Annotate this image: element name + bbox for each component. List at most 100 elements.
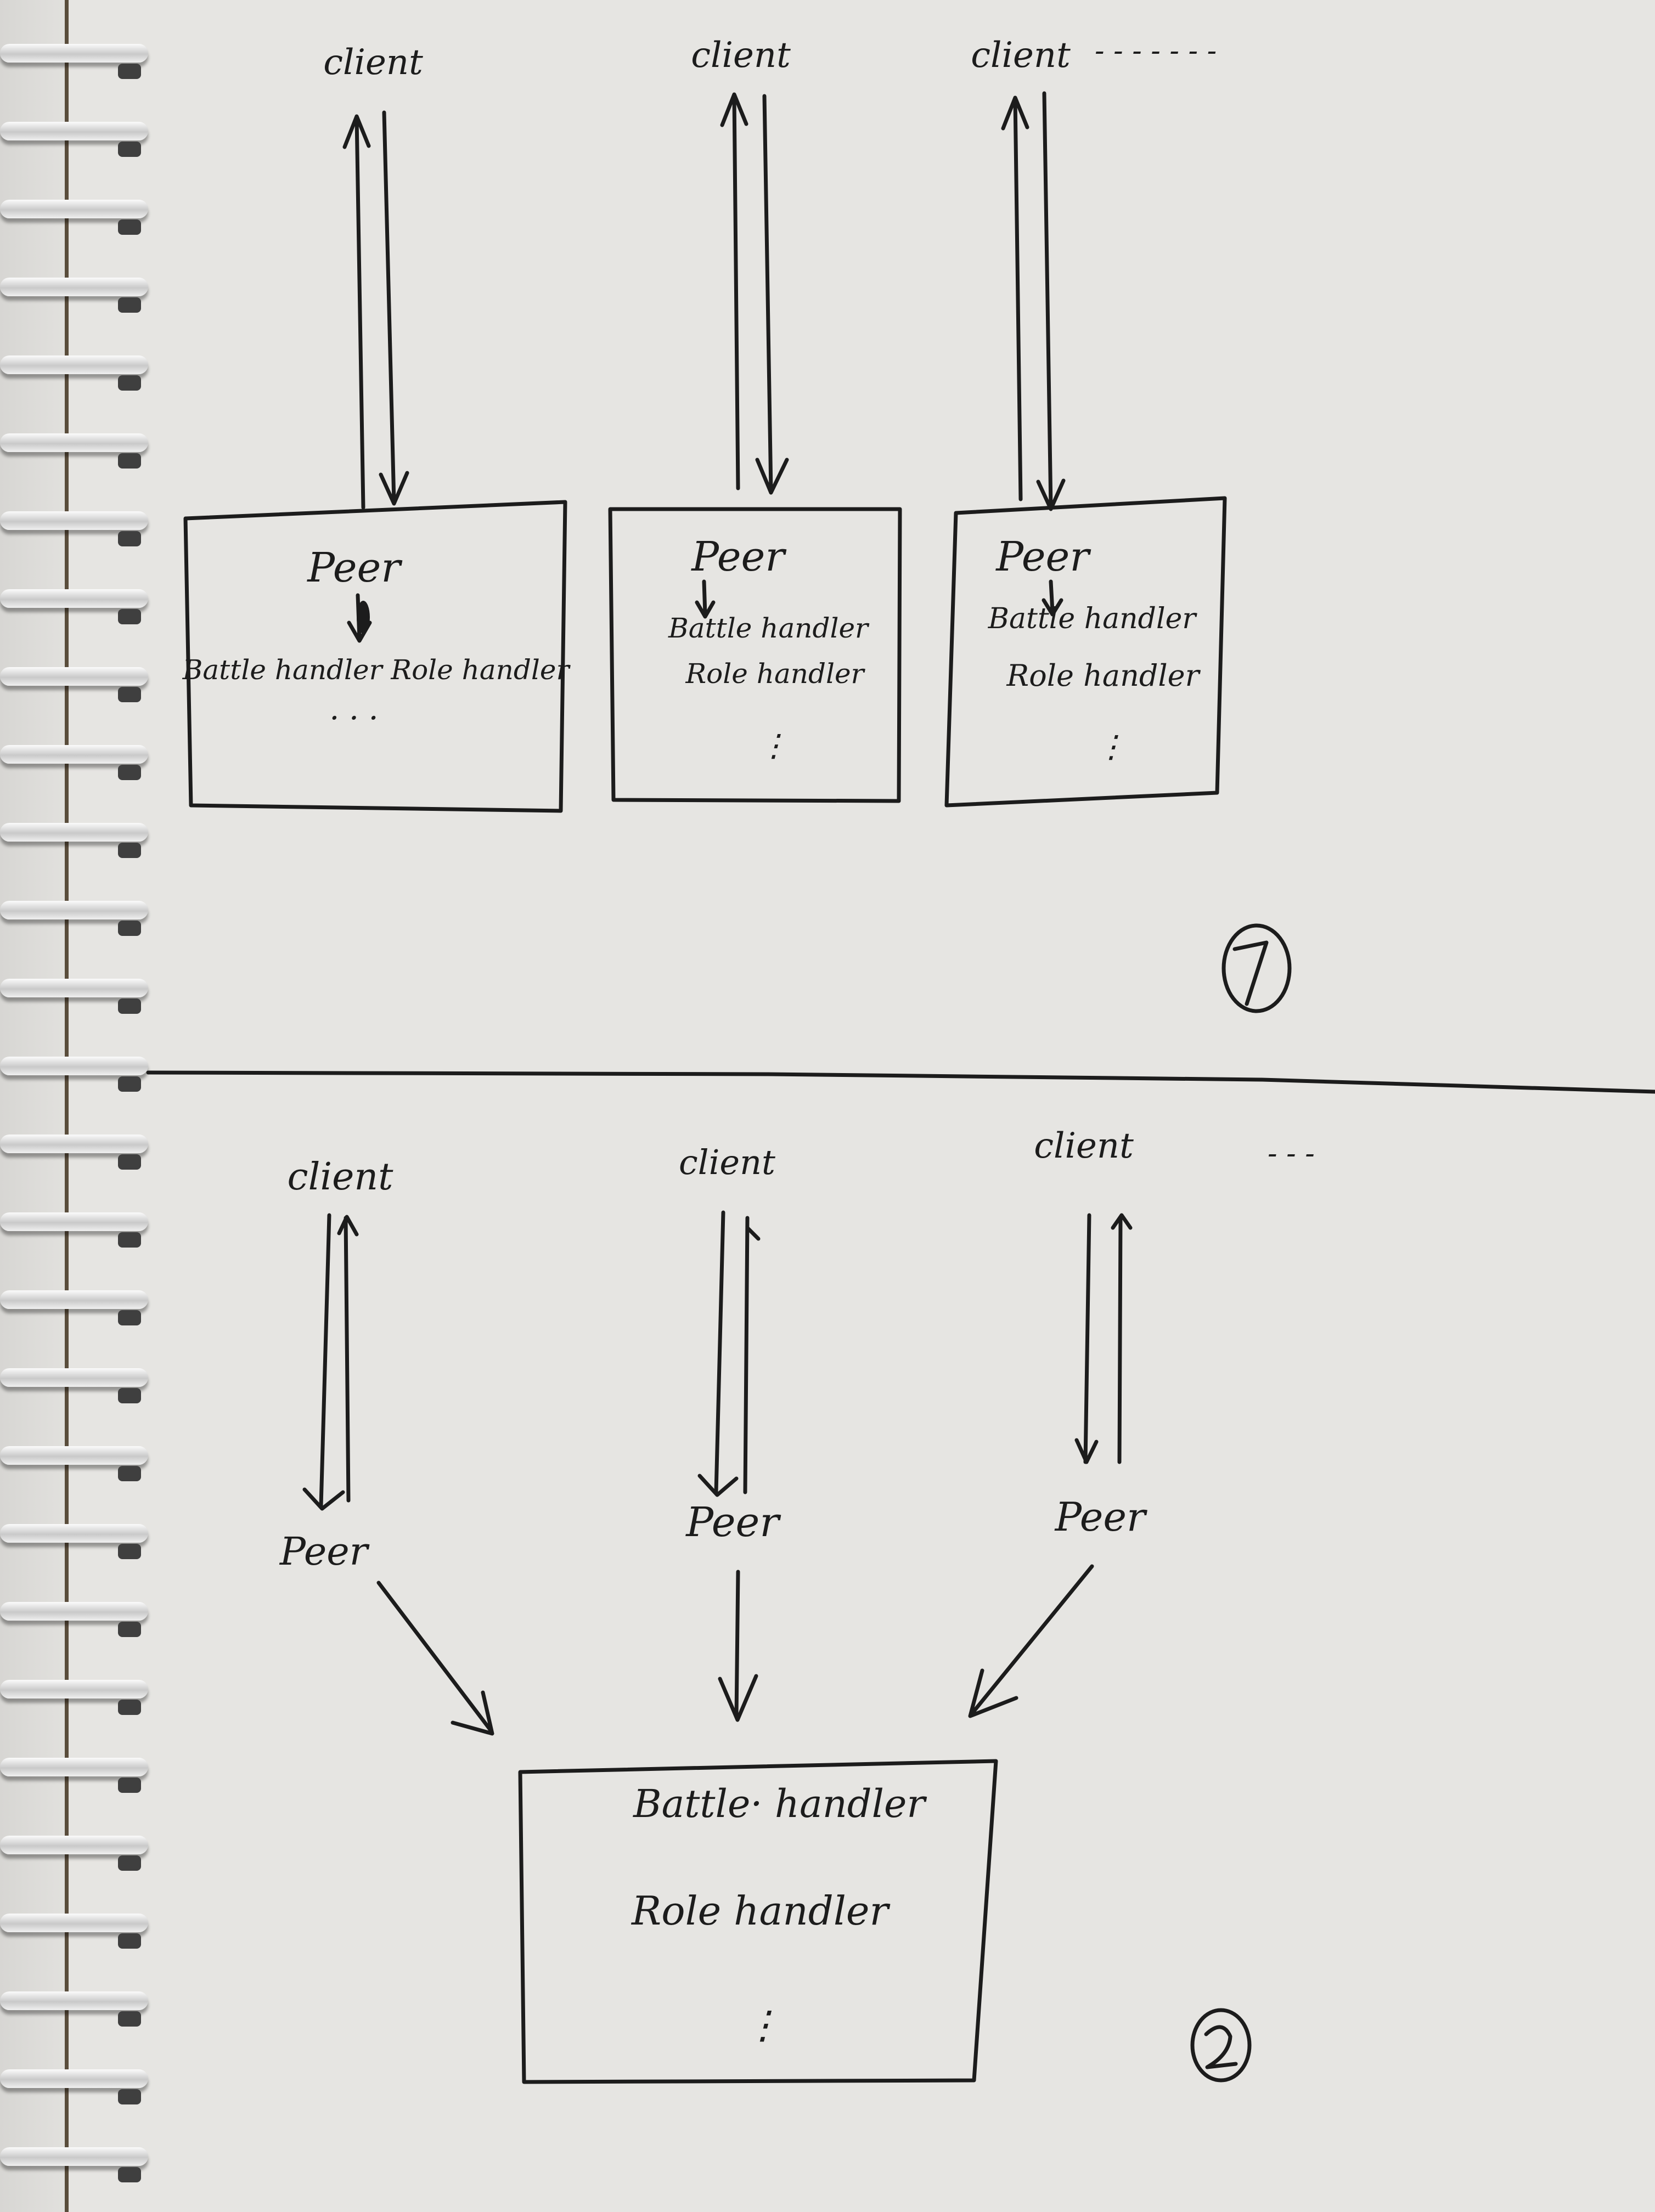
role-handler-label: Role handler xyxy=(631,1888,890,1934)
more-handlers-ellipsis: ⋮ xyxy=(744,2002,782,2047)
peer-label: Peer xyxy=(995,533,1091,580)
marker-circle xyxy=(1190,2008,1252,2083)
binding-ring xyxy=(0,278,148,296)
binding-ring xyxy=(0,1680,148,1699)
binding-hole xyxy=(118,765,141,780)
binding-hole xyxy=(118,921,141,936)
part2-peer-1: Peer xyxy=(279,1529,370,1574)
part1-marker: ① xyxy=(1221,923,1292,1013)
binding-ring xyxy=(0,1368,148,1387)
handlers-label: Battle handler Role handler xyxy=(182,654,571,686)
part1-peer-box-2: Peer Battle handler Role handler ⋮ xyxy=(608,507,902,803)
binding-ring xyxy=(0,433,148,452)
downward-arrow-icon xyxy=(697,1210,739,1497)
marker-circle xyxy=(1221,923,1292,1013)
more-handlers-ellipsis: · · · xyxy=(329,701,378,736)
battle-handler-label: Battle handler xyxy=(988,602,1198,635)
role-handler-label: Role handler xyxy=(1006,658,1201,693)
binding-ring xyxy=(0,122,148,140)
downward-arrow-icon xyxy=(718,1570,758,1722)
part1-peer-box-3: Peer Battle handler Role handler ⋮ xyxy=(944,496,1227,808)
binding-ring xyxy=(0,200,148,218)
peer-label: Peer xyxy=(306,544,403,591)
part1-connection-2 xyxy=(720,92,789,495)
binding-hole xyxy=(118,609,141,624)
role-handler-label: Role handler xyxy=(685,658,866,690)
battle-handler-label: Battle handler xyxy=(668,612,870,644)
binding-ring xyxy=(0,356,148,374)
binding-hole xyxy=(118,1700,141,1715)
binding-ring xyxy=(0,1914,148,1932)
part2-peer-3: Peer xyxy=(1054,1494,1147,1540)
binding-ring xyxy=(0,979,148,997)
binding-hole xyxy=(118,1855,141,1871)
binding-hole xyxy=(118,1544,141,1559)
peer-label: Peer xyxy=(690,533,787,580)
binding-hole xyxy=(118,1933,141,1949)
part2-peer-2: Peer xyxy=(685,1499,781,1546)
part2-client-3: client xyxy=(1034,1126,1134,1166)
binding-hole xyxy=(118,2167,141,2182)
part1-client-2: client xyxy=(691,35,791,76)
part1-diagram: client client client - - - - - - - Peer xyxy=(182,35,1292,1013)
binding-ring xyxy=(0,2069,148,2088)
binding-ring xyxy=(0,1602,148,1621)
binding-ring xyxy=(0,1212,148,1231)
binding-edge xyxy=(65,0,69,2212)
marker-glyph xyxy=(1232,940,1269,1006)
binding-ring xyxy=(0,745,148,764)
converging-arrow-icon xyxy=(968,1564,1094,1718)
binding-hole xyxy=(118,142,141,157)
more-handlers-ellipsis: ⋮ xyxy=(758,728,789,764)
binding-hole xyxy=(118,687,141,702)
downward-arrow-icon xyxy=(379,110,409,506)
binding-hole xyxy=(118,2011,141,2027)
binding-hole xyxy=(118,453,141,469)
part2-shared-handler-box: Battle· handler Role handler ⋮ xyxy=(518,1759,998,2084)
binding-ring xyxy=(0,1524,148,1543)
section-divider xyxy=(146,1070,1655,1094)
part2-client-2: client xyxy=(679,1142,775,1182)
ink-blot xyxy=(357,601,370,634)
binding-ring xyxy=(0,667,148,686)
upward-arrow-icon xyxy=(743,1216,761,1494)
part1-connection-1 xyxy=(342,110,409,510)
binding-hole xyxy=(118,1778,141,1793)
binding-hole xyxy=(118,1232,141,1248)
binding-hole xyxy=(118,1388,141,1403)
binding-hole xyxy=(118,1622,141,1637)
binding-ring xyxy=(0,901,148,919)
downward-arrow-icon xyxy=(695,579,716,619)
part1-continuation: - - - - - - - xyxy=(1095,35,1217,67)
binding-ring xyxy=(0,1836,148,1854)
binding-ring xyxy=(0,1135,148,1153)
part2-diagram: client client client - - - Peer Peer Pee… xyxy=(279,1126,1315,2084)
upward-arrow-icon xyxy=(337,1215,359,1503)
binding-ring xyxy=(0,2147,148,2166)
binding-hole xyxy=(118,1310,141,1325)
part1-client-1: client xyxy=(323,42,423,83)
binding-ring xyxy=(0,44,148,63)
binding-ring xyxy=(0,1446,148,1465)
upward-arrow-icon xyxy=(1111,1213,1133,1464)
downward-arrow-icon xyxy=(302,1213,345,1511)
part1-connection-3 xyxy=(1001,91,1066,511)
binding-hole xyxy=(118,1466,141,1481)
binding-hole xyxy=(118,531,141,546)
downward-arrow-icon xyxy=(1074,1213,1099,1464)
binding-hole xyxy=(118,219,141,235)
binding-hole xyxy=(118,1154,141,1170)
upward-arrow-icon xyxy=(342,114,371,510)
binding-ring xyxy=(0,589,148,608)
binding-ring xyxy=(0,511,148,530)
binding-ring xyxy=(0,1758,148,1776)
part1-peer-box-1: Peer Battle handler Role handler · · · xyxy=(182,500,571,813)
part2-continuation: - - - xyxy=(1268,1137,1315,1170)
binding-hole xyxy=(118,998,141,1014)
binding-ring xyxy=(0,1991,148,2010)
part2-connection-2 xyxy=(697,1210,761,1497)
spiral-binding xyxy=(0,0,165,2212)
